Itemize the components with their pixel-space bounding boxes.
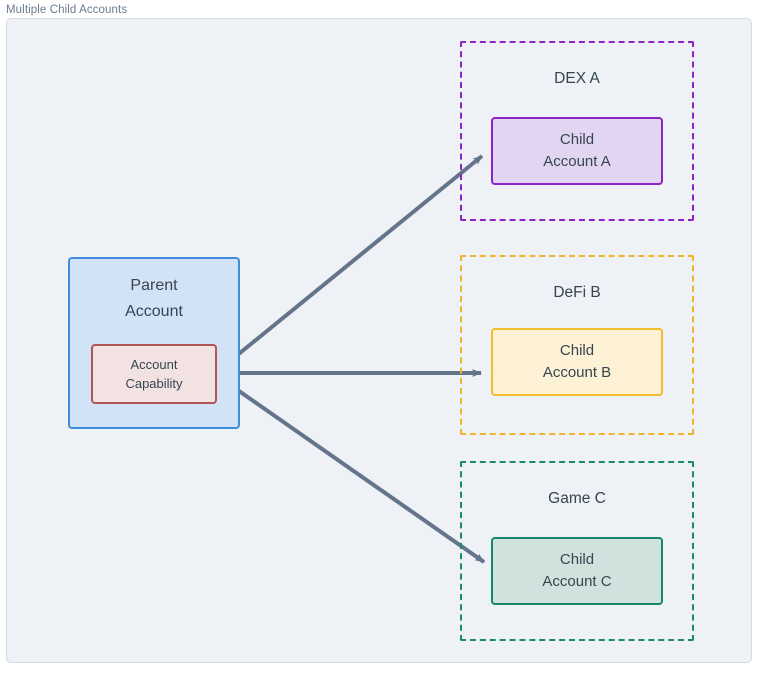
diagram-title: Multiple Child Accounts [6,4,128,16]
parent-account-label-line2: Account [125,303,183,320]
parent-account-label-line1: Parent [130,277,178,294]
cluster-dex-a: DEX A [460,41,694,221]
child-account-c-label-line1: Child [559,551,595,568]
account-capability-node[interactable]: Account Capability [91,344,217,404]
child-account-c-label-line2: Account C [542,573,612,590]
cluster-dex-a-label: DEX A [554,70,600,87]
child-account-c-node[interactable]: Child Account C [491,537,663,605]
account-capability-label-line1: Account [130,357,178,372]
account-capability-label-line2: Capability [125,376,183,391]
child-account-b-node[interactable]: Child Account B [491,328,663,396]
child-account-b-label-line2: Account B [542,364,612,381]
child-account-a-node[interactable]: Child Account A [491,117,663,185]
cluster-game-c: Game C [460,461,694,641]
cluster-defi-b-label: DeFi B [553,284,601,301]
cluster-defi-b: DeFi B [460,255,694,435]
cluster-game-c-label: Game C [548,490,606,507]
child-account-a-label-line2: Account A [543,153,611,170]
child-account-a-label-line1: Child [559,131,595,148]
child-account-b-label-line1: Child [559,342,595,359]
